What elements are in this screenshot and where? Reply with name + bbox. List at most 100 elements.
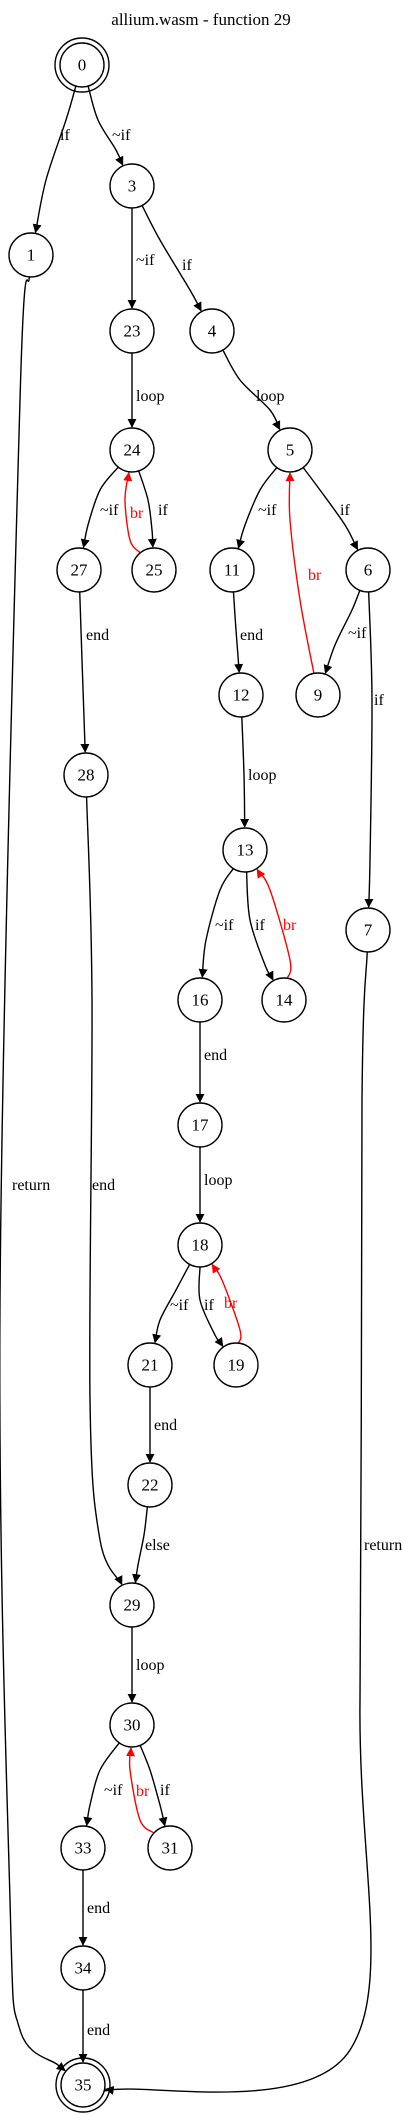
node-circle-34 bbox=[60, 1945, 106, 1991]
edge-label-22-to-29: else bbox=[145, 1537, 170, 1554]
node-circle-25 bbox=[131, 547, 177, 593]
edge-label-12-to-13: loop bbox=[248, 767, 276, 784]
edge-31-to-30 bbox=[126, 1747, 155, 1834]
node-24: 24 bbox=[109, 427, 155, 473]
node-33: 33 bbox=[60, 1825, 106, 1871]
edge-24-to-27 bbox=[80, 466, 119, 549]
node-27: 27 bbox=[56, 547, 102, 593]
edge-0-to-3 bbox=[87, 85, 124, 166]
edge-24-to-25 bbox=[138, 470, 157, 548]
edge-label-18-to-21: ~if bbox=[170, 1297, 189, 1314]
node-label-18: 18 bbox=[192, 1236, 209, 1255]
node-circle-33 bbox=[60, 1825, 106, 1871]
edge-label-0-to-3: ~if bbox=[112, 127, 131, 144]
node-circle-23 bbox=[109, 308, 155, 354]
node-label-5: 5 bbox=[286, 441, 295, 460]
edge-label-11-to-12: end bbox=[240, 627, 263, 644]
node-label-30: 30 bbox=[124, 1716, 141, 1735]
node-16: 16 bbox=[177, 977, 223, 1023]
node-label-28: 28 bbox=[78, 766, 95, 785]
graph-title: allium.wasm - function 29 bbox=[111, 10, 290, 29]
edge-13-to-16 bbox=[198, 868, 234, 978]
node-25: 25 bbox=[131, 547, 177, 593]
edge-3-to-4 bbox=[141, 205, 202, 312]
node-circle-17 bbox=[177, 1102, 223, 1148]
edge-30-to-33 bbox=[83, 1742, 120, 1827]
edge-label-24-to-27: ~if bbox=[100, 502, 119, 519]
edge-label-17-to-18: loop bbox=[204, 1172, 232, 1189]
node-circle-14 bbox=[261, 977, 307, 1023]
node-label-34: 34 bbox=[75, 1959, 93, 1978]
node-7: 7 bbox=[345, 907, 391, 953]
node-circle-13 bbox=[222, 827, 268, 873]
node-35: 35 bbox=[55, 2057, 111, 2113]
node-12: 12 bbox=[218, 672, 264, 718]
node-3: 3 bbox=[109, 163, 155, 209]
node-circle-19 bbox=[213, 1342, 259, 1388]
node-30: 30 bbox=[109, 1702, 155, 1748]
node-circle-4 bbox=[189, 308, 235, 354]
node-21: 21 bbox=[127, 1342, 173, 1388]
edge-label-7-to-35: return bbox=[364, 1537, 402, 1554]
node-18: 18 bbox=[177, 1222, 223, 1268]
edge-0-to-1 bbox=[32, 85, 77, 234]
node-5: 5 bbox=[267, 427, 313, 473]
node-0: 0 bbox=[54, 37, 110, 93]
edge-label-1-to-35: return bbox=[12, 1177, 50, 1194]
edge-5-to-6 bbox=[302, 467, 359, 551]
edge-label-33-to-34: end bbox=[87, 1900, 110, 1917]
node-circle-22 bbox=[127, 1462, 173, 1508]
edge-label-3-to-23: ~if bbox=[136, 252, 155, 269]
node-label-22: 22 bbox=[142, 1476, 159, 1495]
node-label-31: 31 bbox=[162, 1839, 179, 1858]
node-29: 29 bbox=[109, 1582, 155, 1628]
edge-4-to-5 bbox=[222, 349, 281, 431]
edge-label-13-to-16: ~if bbox=[215, 917, 234, 934]
node-label-11: 11 bbox=[224, 561, 240, 580]
edge-1-to-35 bbox=[0, 276, 66, 2072]
edge-13-to-14 bbox=[245, 871, 274, 981]
edge-label-3-to-4: if bbox=[182, 257, 192, 274]
edge-14-to-13 bbox=[256, 868, 292, 979]
edge-label-29-to-30: loop bbox=[136, 1657, 164, 1674]
edge-label-16-to-17: end bbox=[204, 1047, 227, 1064]
node-circle-21 bbox=[127, 1342, 173, 1388]
node-circle-18 bbox=[177, 1222, 223, 1268]
edge-6-to-9 bbox=[323, 590, 361, 675]
node-label-9: 9 bbox=[314, 686, 323, 705]
node-label-0: 0 bbox=[78, 56, 87, 75]
edge-label-34-to-35: end bbox=[87, 2022, 110, 2039]
edge-label-0-to-1: if bbox=[60, 127, 70, 144]
node-31: 31 bbox=[147, 1825, 193, 1871]
edge-label-28-to-29: end bbox=[92, 1177, 115, 1194]
edge-label-6-to-7: if bbox=[374, 692, 384, 709]
node-label-3: 3 bbox=[128, 177, 137, 196]
node-1: 1 bbox=[8, 232, 54, 278]
node-label-13: 13 bbox=[237, 841, 254, 860]
node-6: 6 bbox=[345, 547, 391, 593]
edge-label-6-to-9: ~if bbox=[348, 625, 367, 642]
edge-label-24-to-25: if bbox=[158, 502, 168, 519]
edge-label-27-to-28: end bbox=[86, 627, 109, 644]
node-label-6: 6 bbox=[364, 561, 373, 580]
node-label-12: 12 bbox=[233, 686, 250, 705]
node-circle-35 bbox=[60, 2062, 106, 2108]
node-circle-16 bbox=[177, 977, 223, 1023]
edge-label-25-to-24: br bbox=[130, 505, 144, 522]
node-label-21: 21 bbox=[142, 1356, 159, 1375]
node-circle-9 bbox=[295, 672, 341, 718]
node-label-17: 17 bbox=[192, 1116, 210, 1135]
node-label-16: 16 bbox=[192, 991, 209, 1010]
node-circle-28 bbox=[63, 752, 109, 798]
edge-label-4-to-5: loop bbox=[256, 388, 284, 405]
node-label-19: 19 bbox=[228, 1356, 245, 1375]
edge-27-to-28 bbox=[79, 591, 90, 753]
edge-9-to-5 bbox=[285, 472, 315, 674]
node-label-35: 35 bbox=[75, 2076, 92, 2095]
edge-30-to-31 bbox=[139, 1745, 168, 1827]
node-label-24: 24 bbox=[124, 441, 142, 460]
edge-label-18-to-19: if bbox=[204, 1297, 214, 1314]
edge-25-to-24 bbox=[123, 471, 141, 554]
node-outer-ring-35 bbox=[55, 2057, 111, 2113]
